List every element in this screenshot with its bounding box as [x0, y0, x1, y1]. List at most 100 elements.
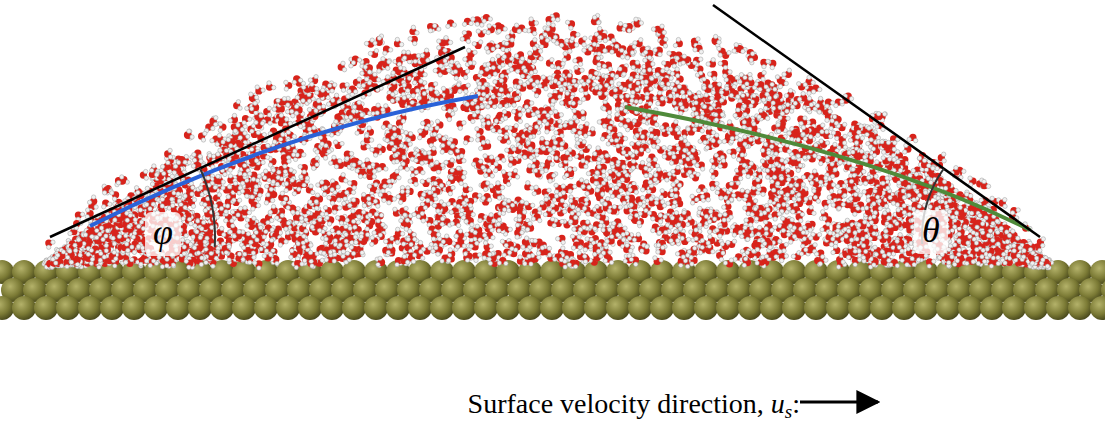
- surface-atom: [78, 296, 102, 320]
- surface-atom: [980, 296, 1004, 320]
- hydrogen-atom: [690, 201, 694, 205]
- surface-atom: [232, 296, 256, 320]
- hydrogen-atom: [743, 206, 747, 210]
- hydrogen-atom: [550, 126, 554, 130]
- water-molecules: [42, 12, 1054, 270]
- hydrogen-atom: [941, 152, 945, 156]
- surface-atom: [694, 296, 718, 320]
- hydrogen-atom: [572, 128, 576, 132]
- hydrogen-atom: [108, 202, 112, 206]
- surface-atom: [1024, 296, 1048, 320]
- surface-atom: [188, 296, 212, 320]
- hydrogen-atom: [466, 48, 470, 52]
- surface-atom: [1002, 296, 1026, 320]
- hydrogen-atom: [807, 75, 811, 79]
- surface-atom: [408, 296, 432, 320]
- hydrogen-atom: [94, 205, 98, 209]
- hydrogen-atom: [582, 43, 586, 47]
- hydrogen-atom: [463, 140, 467, 144]
- surface-atom: [738, 296, 762, 320]
- hydrogen-atom: [707, 72, 711, 76]
- hydrogen-atom: [476, 138, 480, 142]
- surface-atom: [496, 296, 520, 320]
- surface-atom: [848, 296, 872, 320]
- hydrogen-atom: [320, 258, 324, 262]
- hydrogen-atom: [237, 198, 241, 202]
- surface-atom: [584, 296, 608, 320]
- hydrogen-atom: [698, 206, 702, 210]
- surface-atom: [100, 296, 124, 320]
- water-molecule: [694, 65, 704, 75]
- hydrogen-atom: [990, 196, 994, 200]
- hydrogen-atom: [690, 194, 694, 198]
- hydrogen-atom: [556, 17, 560, 21]
- surface-atom: [518, 296, 542, 320]
- hydrogen-atom: [603, 259, 607, 263]
- hydrogen-atom: [796, 168, 800, 172]
- surface-atom: [474, 296, 498, 320]
- water-molecule: [332, 204, 342, 214]
- hydrogen-atom: [808, 196, 812, 200]
- surface-atom: [276, 296, 300, 320]
- water-molecule: [463, 135, 473, 145]
- hydrogen-atom: [811, 80, 815, 84]
- surface-atom: [144, 296, 168, 320]
- surface-atom: [606, 296, 630, 320]
- surface-atom: [210, 296, 234, 320]
- surface-atom: [320, 296, 344, 320]
- gold-surface: [0, 260, 1105, 320]
- surface-atom: [34, 296, 58, 320]
- hydrogen-atom: [745, 189, 749, 193]
- hydrogen-atom: [632, 238, 636, 242]
- hydrogen-atom: [928, 205, 932, 209]
- surface-atom: [298, 296, 322, 320]
- hydrogen-atom: [505, 148, 509, 152]
- hydrogen-atom: [473, 50, 477, 54]
- hydrogen-atom: [292, 134, 296, 138]
- hydrogen-atom: [942, 159, 946, 163]
- surface-atom: [936, 296, 960, 320]
- hydrogen-atom: [835, 136, 839, 140]
- surface-atom: [430, 296, 454, 320]
- surface-atom: [826, 296, 850, 320]
- hydrogen-atom: [827, 195, 831, 199]
- hydrogen-atom: [583, 36, 587, 40]
- hydrogen-atom: [479, 40, 483, 44]
- hydrogen-atom: [820, 227, 824, 231]
- hydrogen-atom: [334, 93, 338, 97]
- hydrogen-atom: [471, 212, 475, 216]
- surface-atom: [760, 296, 784, 320]
- hydrogen-atom: [786, 116, 790, 120]
- hydrogen-atom: [699, 71, 703, 75]
- hydrogen-atom: [770, 65, 774, 69]
- surface-atom: [782, 296, 806, 320]
- hydrogen-atom: [606, 142, 610, 146]
- surface-atom: [166, 296, 190, 320]
- hydrogen-atom: [667, 51, 671, 55]
- surface-atom: [804, 296, 828, 320]
- hydrogen-atom: [210, 139, 214, 143]
- surface-atom: [254, 296, 278, 320]
- hydrogen-atom: [480, 23, 484, 27]
- hydrogen-atom: [875, 160, 879, 164]
- surface-atom: [958, 296, 982, 320]
- surface-atom: [716, 296, 740, 320]
- hydrogen-atom: [547, 188, 551, 192]
- surface-atom: [452, 296, 476, 320]
- surface-atom: [892, 296, 916, 320]
- hydrogen-atom: [623, 136, 627, 140]
- hydrogen-atom: [828, 134, 832, 138]
- hydrogen-atom: [472, 42, 476, 46]
- hydrogen-atom: [1016, 208, 1020, 212]
- surface-atom: [1046, 296, 1070, 320]
- surface-atom: [870, 296, 894, 320]
- hydrogen-atom: [911, 168, 915, 172]
- hydrogen-atom: [101, 205, 105, 209]
- water-molecule: [707, 71, 717, 81]
- surface-atom: [562, 296, 586, 320]
- hydrogen-atom: [585, 237, 589, 241]
- surface-atom: [672, 296, 696, 320]
- water-molecule: [101, 200, 111, 209]
- surface-atom: [1068, 296, 1092, 320]
- hydrogen-atom: [332, 210, 336, 214]
